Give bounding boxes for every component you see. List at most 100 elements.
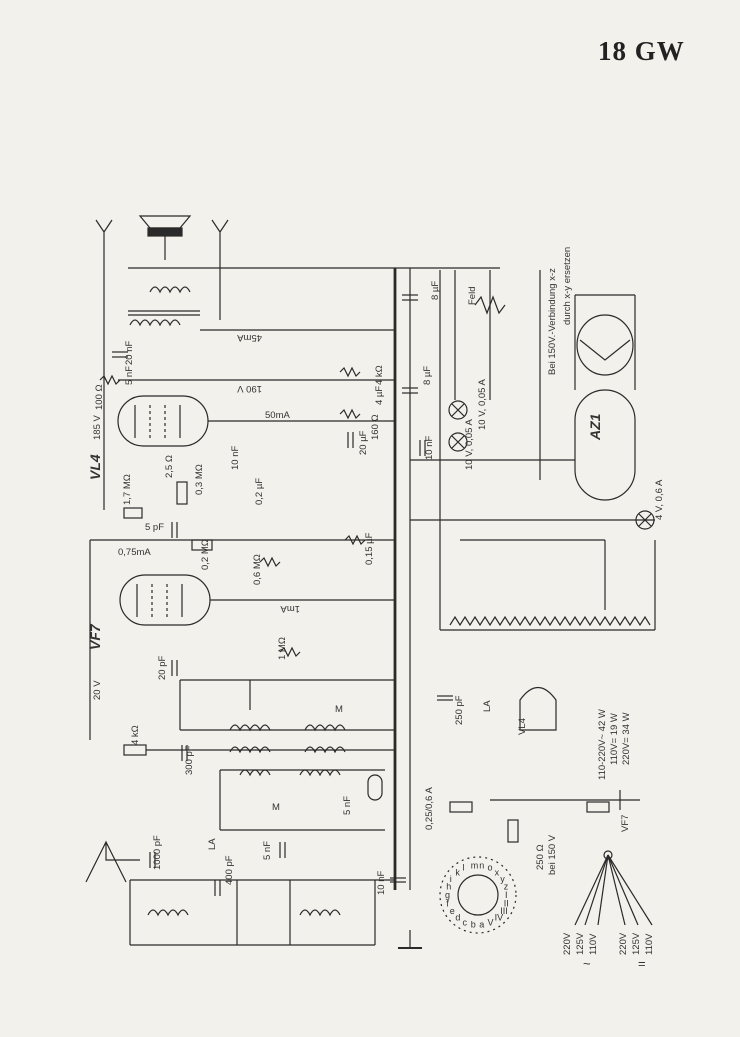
resistors: [99, 366, 610, 843]
loudspeaker-icon: [138, 215, 192, 260]
val-c5nf: 5 nF: [124, 366, 135, 385]
val-c10nf-a: 10 nF: [230, 446, 241, 470]
label-bei150: Bei 150V.-Verbindung x-z: [547, 268, 558, 375]
label-tap220: 220V: [562, 932, 573, 955]
val-r17: 1,7 MΩ: [122, 474, 133, 505]
label-tap220b: 220V: [618, 932, 629, 955]
label-075ma: 0,75mA: [118, 547, 151, 558]
switch-marker: V: [488, 917, 494, 927]
voltage-selector: [574, 850, 653, 926]
labels: VL4 VF7 AZ1 VL4 VF7 Bei 150V.-Verbindung…: [87, 247, 665, 971]
val-r4k2: 4 kΩ: [130, 725, 141, 745]
val-r25: 2,5 Ω: [164, 455, 175, 478]
switch-marker: z: [504, 882, 509, 892]
val-r03: 0,3 MΩ: [194, 464, 205, 495]
switch-marker: g: [445, 890, 450, 900]
aerial-icon: [85, 840, 140, 883]
label-feld: Feld: [467, 287, 478, 305]
label-la-top: LA: [482, 700, 493, 712]
switch-marker: II: [504, 899, 509, 909]
switch-marker: k: [455, 867, 460, 877]
label-az1: AZ1: [587, 413, 603, 441]
title: 18 GW: [598, 36, 685, 66]
label-vf7: VF7: [87, 623, 103, 650]
val-c5pf: 5 pF: [145, 522, 164, 533]
val-c20pf: 20 pF: [157, 656, 168, 680]
val-c250: 250 pF: [454, 695, 465, 725]
val-c400: 400 pF: [224, 855, 235, 885]
val-c5nf-c: 5 nF: [262, 841, 273, 860]
label-fuse: 0,25/0,6 A: [424, 787, 435, 830]
switch-marker: h: [446, 882, 451, 892]
val-c20uf: 20 µF: [358, 430, 369, 455]
val-r02: 0,2 MΩ: [200, 539, 211, 570]
val-m-a: M: [335, 704, 343, 715]
label-20v: 20 V: [92, 680, 103, 700]
capacitors: [112, 294, 453, 896]
label-1ma: 1mA: [280, 603, 300, 614]
val-r1m: 1 MΩ: [277, 637, 288, 660]
val-c10nf-c: 10 nF: [376, 871, 387, 895]
label-ac: ~: [583, 956, 591, 971]
label-bei150v: bei 150 V: [547, 834, 558, 875]
label-tap125: 125V: [575, 932, 586, 955]
wave-switch: [439, 856, 517, 934]
val-c015: 0,15 µF: [364, 532, 375, 565]
label-durch: durch x-y ersetzen: [562, 247, 573, 325]
switch-marker: m: [471, 860, 479, 870]
switch-marker: I: [505, 890, 508, 900]
ground-icon: [398, 930, 422, 949]
wires-rf: [129, 679, 395, 946]
switch-marker: f: [446, 899, 449, 909]
switch-marker: n: [479, 860, 484, 870]
label-vf7-small: VF7: [620, 815, 631, 832]
switch-marker: l: [463, 863, 465, 873]
switch-marker: a: [479, 920, 484, 930]
tube-vl4: [117, 395, 209, 447]
val-c02: 0,2 µF: [254, 478, 265, 505]
val-c20nf: 20 nF: [124, 341, 135, 365]
val-c8uf-a: 8 µF: [430, 281, 441, 300]
val-r160: 160 Ω: [370, 414, 381, 440]
label-tap110: 110V: [588, 933, 599, 955]
val-r100: 100 Ω: [94, 384, 105, 410]
label-190v: 190 V: [237, 383, 262, 394]
label-lamp-4v: 4 V, 0,6 A: [654, 479, 665, 520]
label-p42: 110-220V~ 42 W: [597, 709, 608, 780]
label-la-bottom: LA: [207, 838, 218, 850]
val-c1000: 1000 pF: [152, 835, 163, 870]
switch-marker: III: [500, 906, 508, 916]
antenna-right-icon: [211, 219, 229, 320]
val-c300: 300 pF: [184, 745, 195, 775]
coils: [147, 724, 383, 917]
switch-marker: x: [495, 867, 500, 877]
label-r250: 250 Ω: [535, 844, 546, 870]
label-tap110b: 110V: [644, 933, 655, 955]
output-transformer: [128, 286, 200, 327]
label-vl4-small: VL4: [517, 718, 528, 735]
val-c5nf-b: 5 nF: [342, 796, 353, 815]
switch-marker: d: [455, 913, 460, 923]
val-c4uf: 4 µF: [374, 386, 385, 405]
switch-marker: IV: [495, 913, 504, 923]
val-c10nf-b: 10 nF: [424, 436, 435, 460]
val-c8uf-b: 8 µF: [422, 366, 433, 385]
tube-vf7: [119, 574, 211, 626]
switch-marker: c: [463, 917, 468, 927]
label-p19: 110V= 19 W: [609, 713, 620, 765]
switch-marker: y: [500, 874, 505, 884]
val-r06: 0,6 MΩ: [252, 554, 263, 585]
label-lamp-a: 10 V, 0,05 A: [477, 378, 488, 430]
label-50ma: 50mA: [265, 410, 290, 421]
label-lamp-b: 10 V, 0,05 A: [464, 418, 475, 470]
label-vl4: VL4: [87, 454, 103, 480]
val-r4k: 4 kΩ: [374, 365, 385, 385]
antenna-left-icon: [95, 219, 113, 510]
switch-marker: o: [488, 863, 493, 873]
switch-marker: i: [450, 874, 452, 884]
label-dc: =: [638, 956, 646, 971]
switch-marker: b: [471, 920, 476, 930]
tube-az1: [574, 314, 636, 501]
